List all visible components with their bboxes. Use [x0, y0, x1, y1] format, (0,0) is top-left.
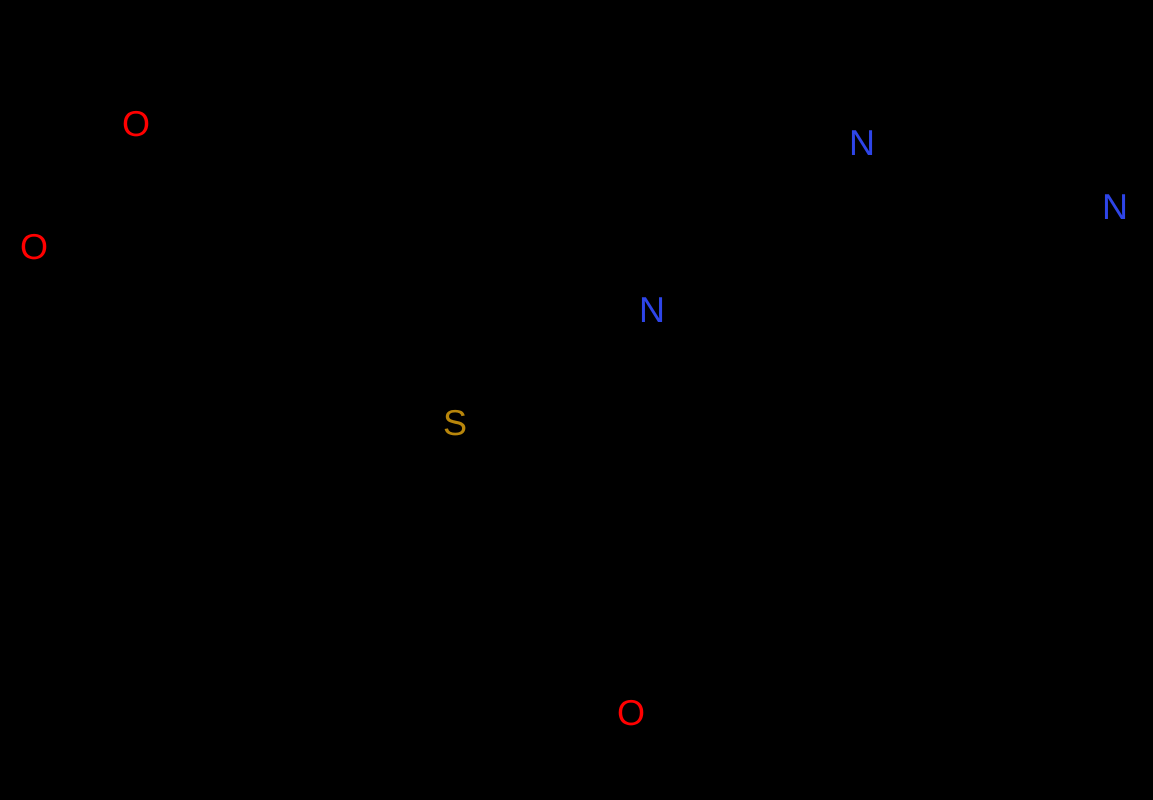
bond-C_th2-S1 — [453, 421, 562, 472]
bond-C_ket-C_th3 — [638, 590, 764, 642]
bond-C_ar2-C_ar1 — [870, 410, 888, 562]
bond-C_r1-C_r2 — [263, 148, 294, 302]
bond-C_b5-C_b6 — [248, 558, 442, 652]
bond-C_ar3-C_b3 — [994, 328, 1132, 432]
bond-N3-C_b2 — [1113, 58, 1122, 209]
bond-C_me-O1 — [28, 58, 138, 126]
bond-C_th3-C_b5 — [438, 590, 642, 652]
bond-C_r5-C_r6 — [390, 330, 532, 392]
bond-N1-C_b1 — [650, 228, 744, 312]
bond-C_ar1-C_ket — [760, 558, 874, 642]
bond-S1-C_r6 — [390, 388, 457, 425]
bond-C_r4-N1 — [551, 183, 654, 312]
atom-label-oxygen-o1: O — [121, 103, 151, 144]
bond-C_ar4-N3 — [998, 118, 1117, 209]
bond-C_r4-C_r5 — [528, 183, 555, 334]
bond-C_ar4-C_ar3 — [994, 118, 1002, 332]
bond-N2-C_ar4 — [860, 118, 1002, 145]
bond-C_est-C_r1 — [113, 226, 267, 302]
atom-label-oxygen-o3: O — [616, 692, 646, 733]
bond-C_r2-C_r3 — [290, 93, 432, 152]
bond-O1-C_est — [113, 122, 138, 230]
bond-C_ket-O3 — [629, 638, 764, 715]
atom-label-sulfur-s1: S — [442, 402, 468, 443]
atom-label-nitrogen-n1: N — [639, 289, 665, 330]
bond-C_est-O2 — [32, 226, 117, 249]
bond-C_th3-C_th2 — [558, 468, 642, 594]
atom-label-nitrogen-n3: N — [1102, 186, 1128, 227]
bond-C_ar1-C_b4 — [870, 558, 1102, 662]
bond-C_b6-C_b7 — [118, 558, 252, 702]
bond-C_r3-C_r4 — [428, 93, 555, 187]
bond-C_r6-C_r1 — [263, 298, 394, 392]
bond-C_b1-N2 — [740, 141, 864, 232]
atom-label-oxygen-o2: O — [19, 226, 49, 267]
bond-C_ar3-C_ar2 — [884, 328, 998, 414]
atom-label-nitrogen-n2: N — [849, 122, 875, 163]
bond-C_r5-C_th2 — [528, 330, 562, 472]
